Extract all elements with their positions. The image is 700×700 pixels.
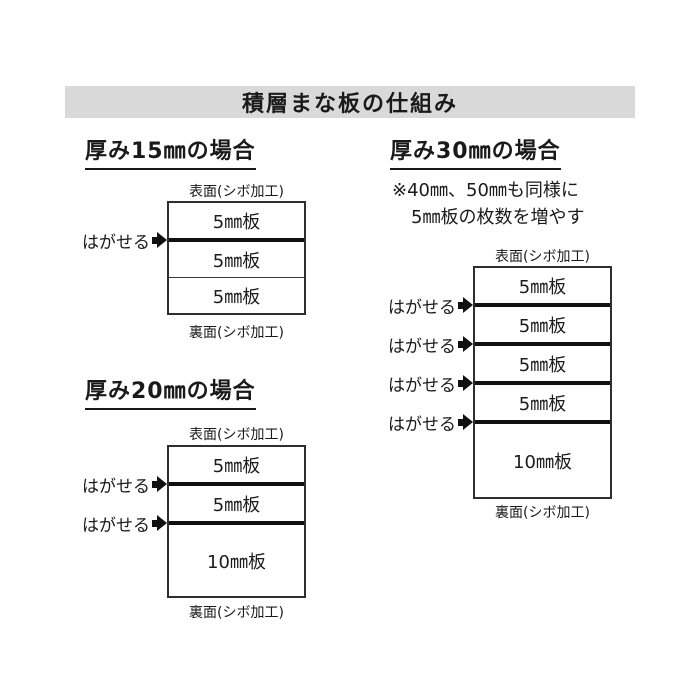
right-arrow-icon [458, 414, 473, 430]
layer-row: 5㎜板 [212, 494, 261, 516]
right-arrow-icon [458, 297, 473, 313]
peel-line [475, 420, 610, 424]
board-diagram-15mm: 5㎜板 5㎜板 5㎜板 [167, 201, 306, 315]
right-arrow-icon [458, 375, 473, 391]
board-diagram-30mm: 5㎜板 5㎜板 5㎜板 5㎜板 10㎜板 [473, 266, 612, 499]
peel-callout: はがせる [388, 334, 473, 357]
section-heading-20mm: 厚み20㎜の場合 [85, 373, 256, 410]
section-heading-15mm: 厚み15㎜の場合 [85, 133, 256, 170]
peel-callout: はがせる [82, 513, 167, 536]
back-surface-label-20mm: 裏面(シボ加工) [189, 605, 284, 621]
peel-line [475, 381, 610, 385]
note-line-1: ※40㎜、50㎜も同様に [392, 180, 579, 201]
layer-row: 5㎜板 [212, 286, 261, 308]
section-heading-30mm: 厚み30㎜の場合 [390, 133, 561, 170]
layer-row: 5㎜板 [212, 455, 261, 477]
peel-label: はがせる [82, 476, 150, 497]
peel-label: はがせる [388, 414, 456, 435]
peel-line [475, 303, 610, 307]
front-surface-label-30mm: 表面(シボ加工) [495, 249, 590, 265]
peel-label: はがせる [82, 232, 150, 253]
diagram-title: 積層まな板の仕組み [241, 92, 458, 117]
layer-row: 5㎜板 [518, 276, 567, 298]
right-arrow-icon [152, 515, 167, 531]
right-arrow-icon [152, 476, 167, 492]
front-surface-label-15mm: 表面(シボ加工) [189, 184, 284, 200]
diagram-title-bar: 積層まな板の仕組み [65, 86, 635, 118]
right-arrow-icon [458, 336, 473, 352]
peel-callout: はがせる [82, 230, 167, 253]
front-surface-label-20mm: 表面(シボ加工) [189, 427, 284, 443]
back-surface-label-30mm: 裏面(シボ加工) [495, 505, 590, 521]
peel-callout: はがせる [82, 474, 167, 497]
layer-row: 5㎜板 [518, 354, 567, 376]
peel-line [169, 482, 304, 486]
layer-row: 5㎜板 [518, 393, 567, 415]
right-arrow-icon [152, 232, 167, 248]
layer-row: 10㎜板 [207, 551, 266, 573]
peel-label: はがせる [388, 375, 456, 396]
peel-line [169, 238, 304, 242]
glue-line [169, 277, 304, 278]
peel-line [475, 342, 610, 346]
peel-label: はがせる [82, 515, 150, 536]
layer-row: 5㎜板 [212, 250, 261, 272]
peel-label: はがせる [388, 297, 456, 318]
back-surface-label-15mm: 裏面(シボ加工) [189, 325, 284, 341]
peel-line [169, 521, 304, 525]
note-40mm-50mm: ※40㎜、50㎜も同様に 5㎜板の枚数を増やす [392, 177, 584, 231]
peel-callout: はがせる [388, 373, 473, 396]
peel-callout: はがせる [388, 412, 473, 435]
peel-callout: はがせる [388, 295, 473, 318]
layer-row: 5㎜板 [518, 315, 567, 337]
board-diagram-20mm: 5㎜板 5㎜板 10㎜板 [167, 445, 306, 598]
layer-row: 5㎜板 [212, 211, 261, 233]
note-line-2: 5㎜板の枚数を増やす [411, 207, 585, 228]
peel-label: はがせる [388, 336, 456, 357]
layer-row: 10㎜板 [513, 451, 572, 473]
